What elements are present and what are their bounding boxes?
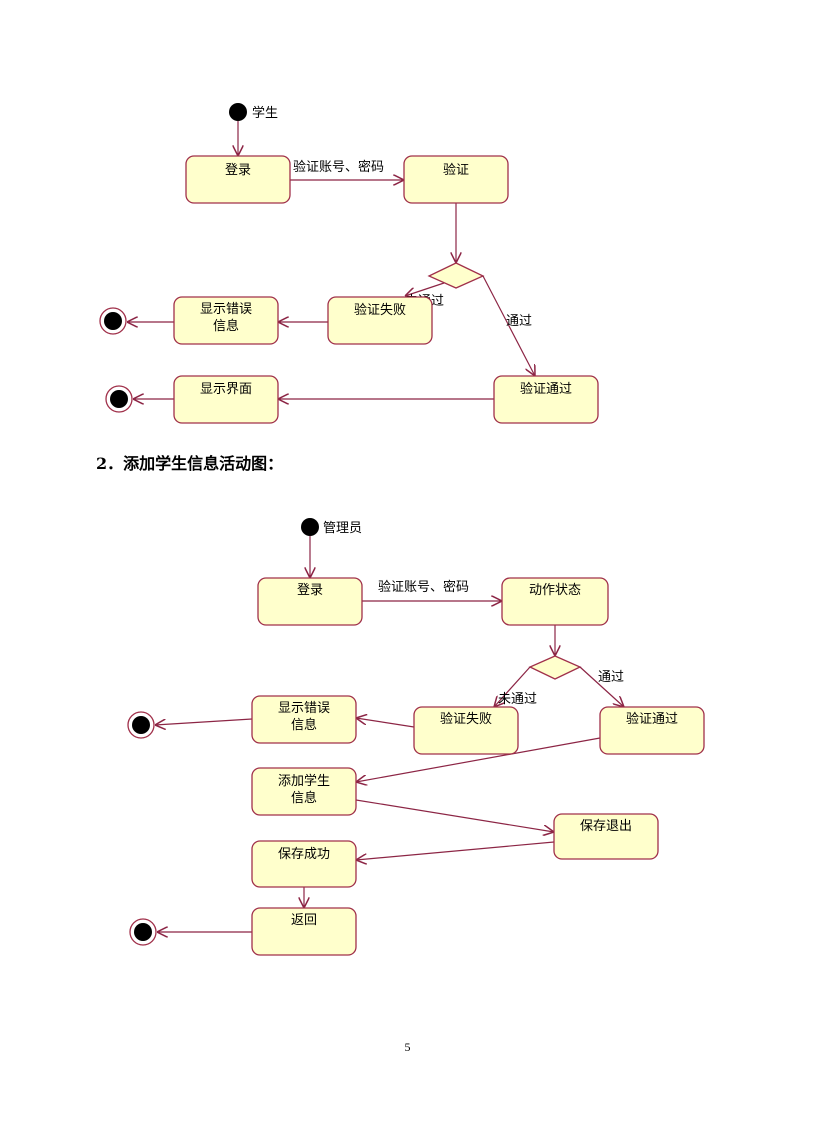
edge-add-save-exit <box>355 799 554 832</box>
initial-node <box>229 103 247 121</box>
actor-label: 管理员 <box>323 521 362 536</box>
final-node <box>99 307 127 335</box>
svg-text:返回: 返回 <box>291 913 317 928</box>
svg-text:验证失败: 验证失败 <box>354 302 406 318</box>
node-verify: 验证 <box>403 155 509 204</box>
decision-node <box>427 262 485 289</box>
node-return: 返回 <box>251 907 357 956</box>
actor-label: 学生 <box>252 105 278 121</box>
node-show-error: 显示错误 信息 <box>251 695 357 744</box>
edge-decision-fail <box>405 282 445 296</box>
section-heading: 2．添加学生信息活动图： <box>96 454 284 473</box>
edge-fail-error <box>356 718 415 728</box>
svg-text:显示错误: 显示错误 <box>278 701 330 716</box>
final-node <box>129 918 157 946</box>
node-verify-pass: 验证通过 <box>493 375 599 424</box>
svg-text:验证通过: 验证通过 <box>520 381 572 397</box>
edge-label-not-pass: 未通过 <box>498 692 537 707</box>
svg-text:验证失败: 验证失败 <box>440 711 492 727</box>
node-login: 登录 <box>185 155 291 204</box>
final-node <box>105 385 133 413</box>
node-save-exit: 保存退出 <box>553 813 659 860</box>
node-login: 登录 <box>257 577 363 626</box>
svg-text:登录: 登录 <box>225 163 251 178</box>
edge-error-end <box>155 718 253 725</box>
edge-label-pass: 通过 <box>598 670 624 685</box>
svg-text:信息: 信息 <box>291 790 317 806</box>
edge-pass-add <box>356 737 601 782</box>
page-number: 5 <box>404 1040 411 1054</box>
node-action-state: 动作状态 <box>501 577 609 626</box>
svg-text:显示错误: 显示错误 <box>200 302 252 317</box>
edge-label-login-action: 验证账号、密码 <box>378 579 469 595</box>
node-verify-pass: 验证通过 <box>599 706 705 755</box>
svg-text:登录: 登录 <box>297 583 323 598</box>
edge-save-exit-ok <box>356 841 555 860</box>
edge-decision-fail <box>494 666 531 707</box>
edge-label-login-verify: 验证账号、密码 <box>293 159 384 175</box>
svg-text:信息: 信息 <box>213 318 239 334</box>
svg-text:信息: 信息 <box>291 717 317 733</box>
edge-decision-pass <box>482 275 535 376</box>
initial-node <box>301 518 319 536</box>
diagram-2: 管理员 验证账号、密码 未通过 通过 登录 动作状态 验证失败 <box>127 518 705 956</box>
svg-text:动作状态: 动作状态 <box>529 583 581 598</box>
node-show-error: 显示错误 信息 <box>173 296 279 345</box>
node-verify-fail: 验证失败 <box>327 296 433 345</box>
svg-text:保存退出: 保存退出 <box>580 819 632 834</box>
edge-label-pass: 通过 <box>506 314 532 329</box>
node-save-success: 保存成功 <box>251 840 357 888</box>
svg-text:验证通过: 验证通过 <box>626 711 678 727</box>
final-node <box>127 711 155 739</box>
node-verify-fail: 验证失败 <box>413 706 519 755</box>
svg-text:保存成功: 保存成功 <box>278 847 330 862</box>
svg-text:验证: 验证 <box>443 162 469 178</box>
diagram-1: 学生 验证账号、密码 未通过 通过 登录 验证 验证失败 显示错误 <box>99 103 599 424</box>
svg-text:添加学生: 添加学生 <box>278 773 330 789</box>
svg-text:显示界面: 显示界面 <box>200 382 252 397</box>
node-show-ui: 显示界面 <box>173 375 279 424</box>
edge-decision-pass <box>579 666 624 707</box>
decision-node <box>528 655 582 680</box>
node-add-student-info: 添加学生 信息 <box>251 767 357 816</box>
